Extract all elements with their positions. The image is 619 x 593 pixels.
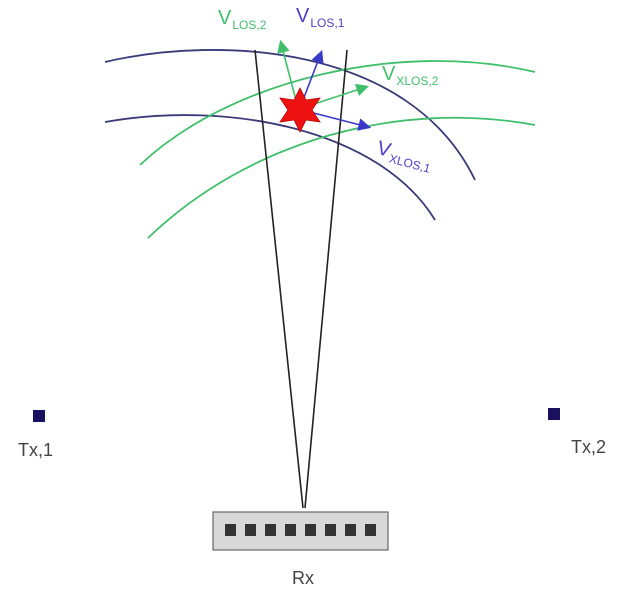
- rx-label: Rx: [292, 568, 314, 588]
- label-v-los-1-sub: LOS,1: [310, 16, 345, 30]
- beam-left-edge: [254, 49, 304, 509]
- iso-range-curve-1-outer: [104, 49, 476, 181]
- tx1-label: Tx,1: [18, 440, 54, 460]
- label-v-xlos-2-main: V: [382, 63, 396, 85]
- tx2-square-marker-icon: [548, 408, 560, 420]
- iso-range-curve-2-inner: [147, 116, 536, 239]
- label-v-los-1-main: V: [296, 5, 310, 27]
- tx2-label: Tx,2: [571, 437, 607, 457]
- tx1-square-marker-icon: [33, 410, 45, 422]
- antenna-array-icon: [212, 511, 389, 551]
- label-v-los-2: VLOS,2: [218, 8, 266, 35]
- iso-range-curve-2-outer: [139, 60, 536, 166]
- label-v-los-2-main: V: [218, 7, 232, 29]
- beam-right-edge: [304, 49, 348, 509]
- label-v-xlos-2: VXLOS,2: [382, 64, 438, 91]
- label-v-xlos-2-sub: XLOS,2: [396, 74, 439, 88]
- iso-range-curve-1-inner: [104, 114, 436, 221]
- label-v-los-2-sub: LOS,2: [232, 18, 267, 32]
- label-v-los-1: VLOS,1: [296, 6, 344, 33]
- star-icon: [279, 87, 321, 133]
